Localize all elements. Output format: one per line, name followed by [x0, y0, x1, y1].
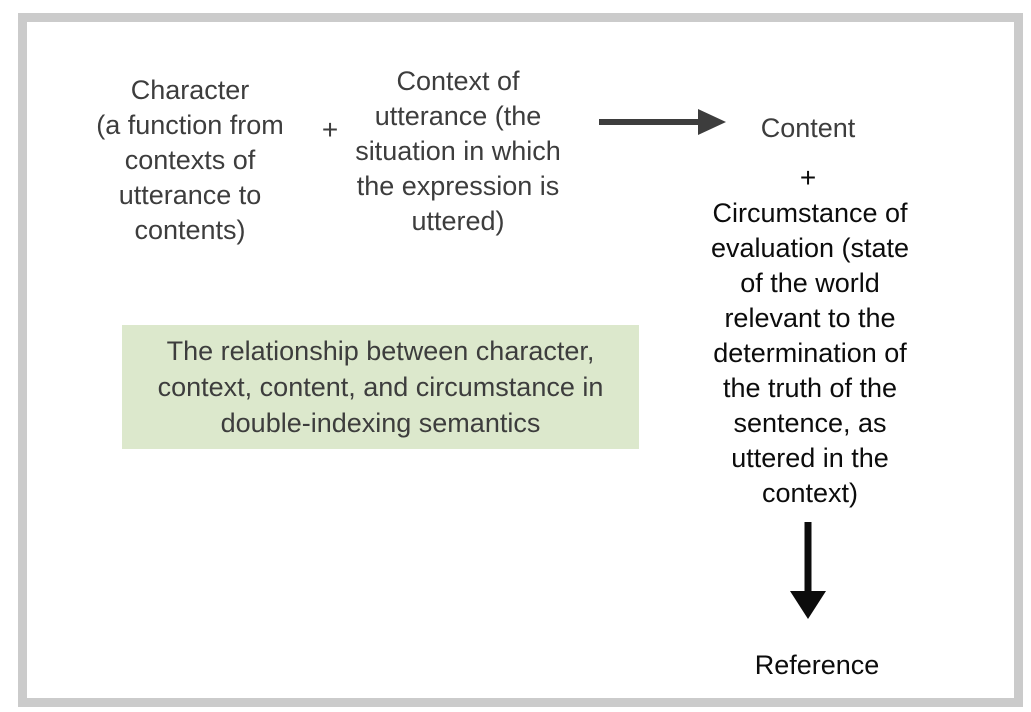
text-line: evaluation (state [710, 233, 910, 263]
text-line: Character [130, 75, 250, 105]
plus-operator-right: + [799, 162, 817, 193]
arrow-right-icon [599, 109, 726, 135]
caption-box: The relationship between character, cont… [122, 325, 639, 449]
caption-line: context, content, and circumstance in [157, 372, 604, 402]
text-line: uttered) [411, 206, 505, 236]
text-line: of the world [740, 268, 880, 298]
text-line: context) [761, 478, 859, 508]
caption-line: double-indexing semantics [220, 408, 541, 438]
text-line: Context of [396, 66, 520, 96]
text-line: uttered in the [731, 443, 889, 473]
text-line: relevant to the [724, 303, 896, 333]
caption-line: The relationship between character, [166, 336, 595, 366]
text-line: utterance (the [374, 101, 542, 131]
text-line: utterance to [118, 180, 262, 210]
text-line: sentence, as [733, 408, 887, 438]
text-line: the truth of the [722, 373, 898, 403]
text-line: the expression is [356, 171, 560, 201]
plus-operator-left: + [321, 114, 339, 145]
text-line: situation in which [355, 136, 561, 166]
character-block: Character (a function from contexts of u… [64, 73, 316, 248]
context-block: Context of utterance (the situation in w… [332, 64, 584, 239]
text-line: contents) [134, 215, 246, 245]
text-line: determination of [713, 338, 907, 368]
content-label: Content [760, 113, 856, 143]
text-line: Circumstance of [712, 198, 908, 228]
arrow-down-icon [790, 522, 826, 619]
reference-label: Reference [754, 650, 880, 680]
text-line: (a function from [96, 110, 284, 140]
circumstance-block: Circumstance of evaluation (state of the… [685, 196, 935, 511]
text-line: contexts of [124, 145, 256, 175]
